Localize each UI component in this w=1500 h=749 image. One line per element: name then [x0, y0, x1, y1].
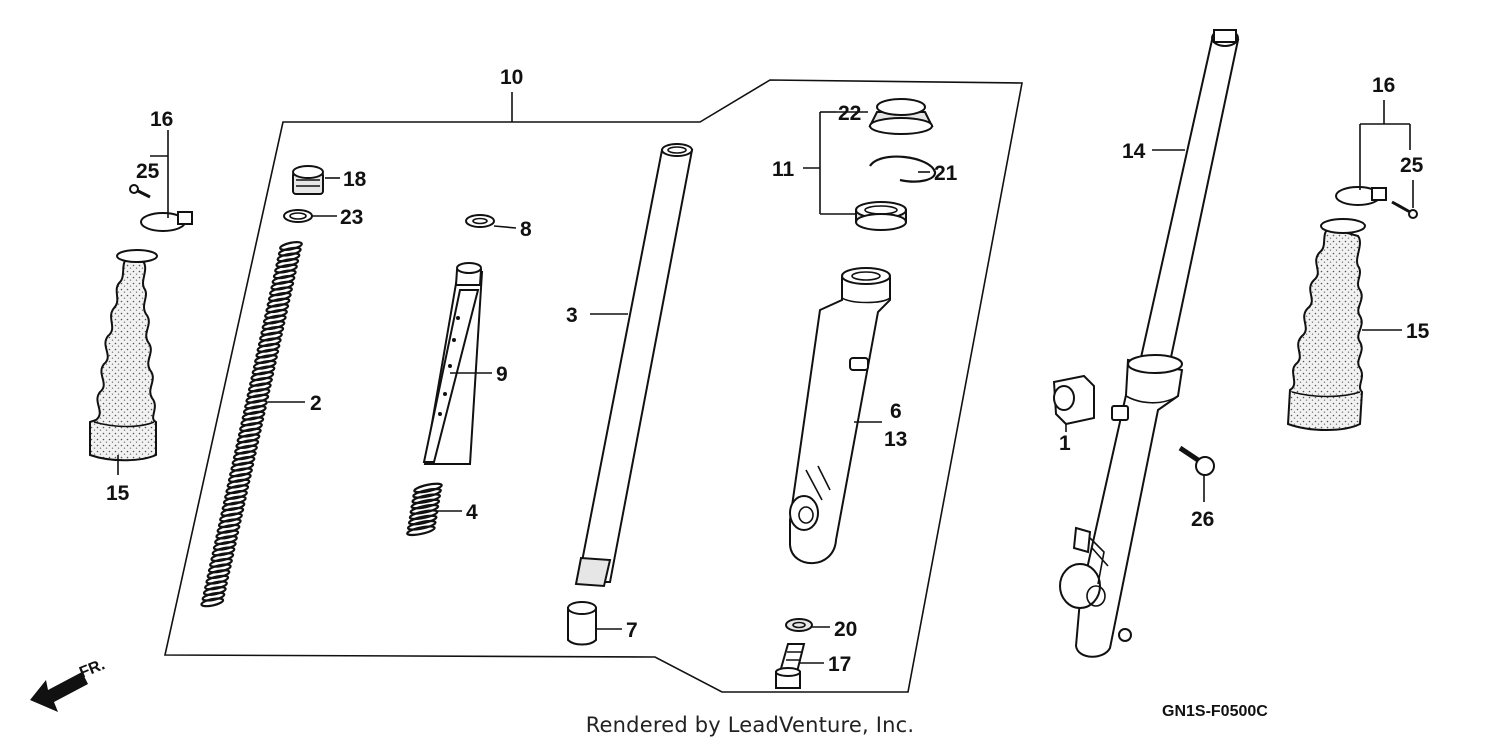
- screw-right: [1391, 200, 1418, 219]
- dust-boot-right: [1286, 218, 1366, 431]
- callout-23: 23: [340, 206, 363, 229]
- boot-band-left: [140, 211, 193, 232]
- pipe-clamp: [1052, 374, 1095, 426]
- callout-25-right: 25: [1400, 154, 1424, 177]
- callout-15-left: 15: [106, 482, 130, 505]
- fork-assembly-right: [1059, 29, 1240, 658]
- callout-20: 20: [834, 618, 857, 641]
- callout-11: 11: [772, 158, 795, 181]
- oil-lock-piece: [567, 601, 597, 646]
- callout-3: 3: [566, 304, 578, 327]
- boot-band-right: [1335, 186, 1387, 206]
- dust-boot-left: [89, 249, 158, 462]
- front-label: FR.: [77, 656, 107, 681]
- callout-26: 26: [1191, 508, 1214, 531]
- circlip: [465, 214, 495, 228]
- assembly-outline: [164, 79, 1023, 693]
- screw-left: [129, 184, 151, 199]
- callout-17: 17: [828, 653, 851, 676]
- callout-10: 10: [500, 66, 523, 89]
- callout-18: 18: [343, 168, 367, 191]
- sealing-washer: [785, 618, 813, 632]
- callout-16-right: 16: [1372, 74, 1395, 97]
- callout-16-left: 16: [150, 108, 173, 131]
- callout-13: 13: [884, 428, 907, 451]
- callout-1: 1: [1059, 432, 1071, 455]
- callout-6: 6: [890, 400, 902, 423]
- leader-lines: [117, 92, 1414, 664]
- callout-9: 9: [496, 363, 508, 386]
- flange-bolt: [1178, 445, 1215, 476]
- callout-15-right: 15: [1406, 320, 1430, 343]
- fork-bottom-case: [789, 267, 891, 565]
- callout-22: 22: [838, 102, 861, 125]
- fork-bolt: [292, 165, 324, 195]
- oil-seal: [855, 201, 907, 231]
- socket-bolt: [775, 643, 806, 689]
- callout-7: 7: [626, 619, 638, 642]
- callout-4: 4: [466, 501, 478, 524]
- fork-spring: [200, 241, 303, 608]
- damper-rod: [422, 262, 484, 465]
- fork-pipe: [574, 143, 694, 588]
- callout-21: 21: [934, 162, 958, 185]
- callout-2: 2: [310, 392, 322, 415]
- callout-14: 14: [1122, 140, 1146, 163]
- callout-25-left: 25: [136, 160, 160, 183]
- render-credit: Rendered by LeadVenture, Inc.: [585, 713, 915, 737]
- o-ring: [283, 209, 313, 223]
- stopper-ring: [869, 155, 937, 183]
- rebound-spring: [406, 482, 443, 537]
- front-arrow-icon: [30, 672, 88, 712]
- diagram-code: GN1S-F0500C: [1162, 703, 1268, 720]
- dust-seal: [868, 98, 934, 135]
- callout-8: 8: [520, 218, 532, 241]
